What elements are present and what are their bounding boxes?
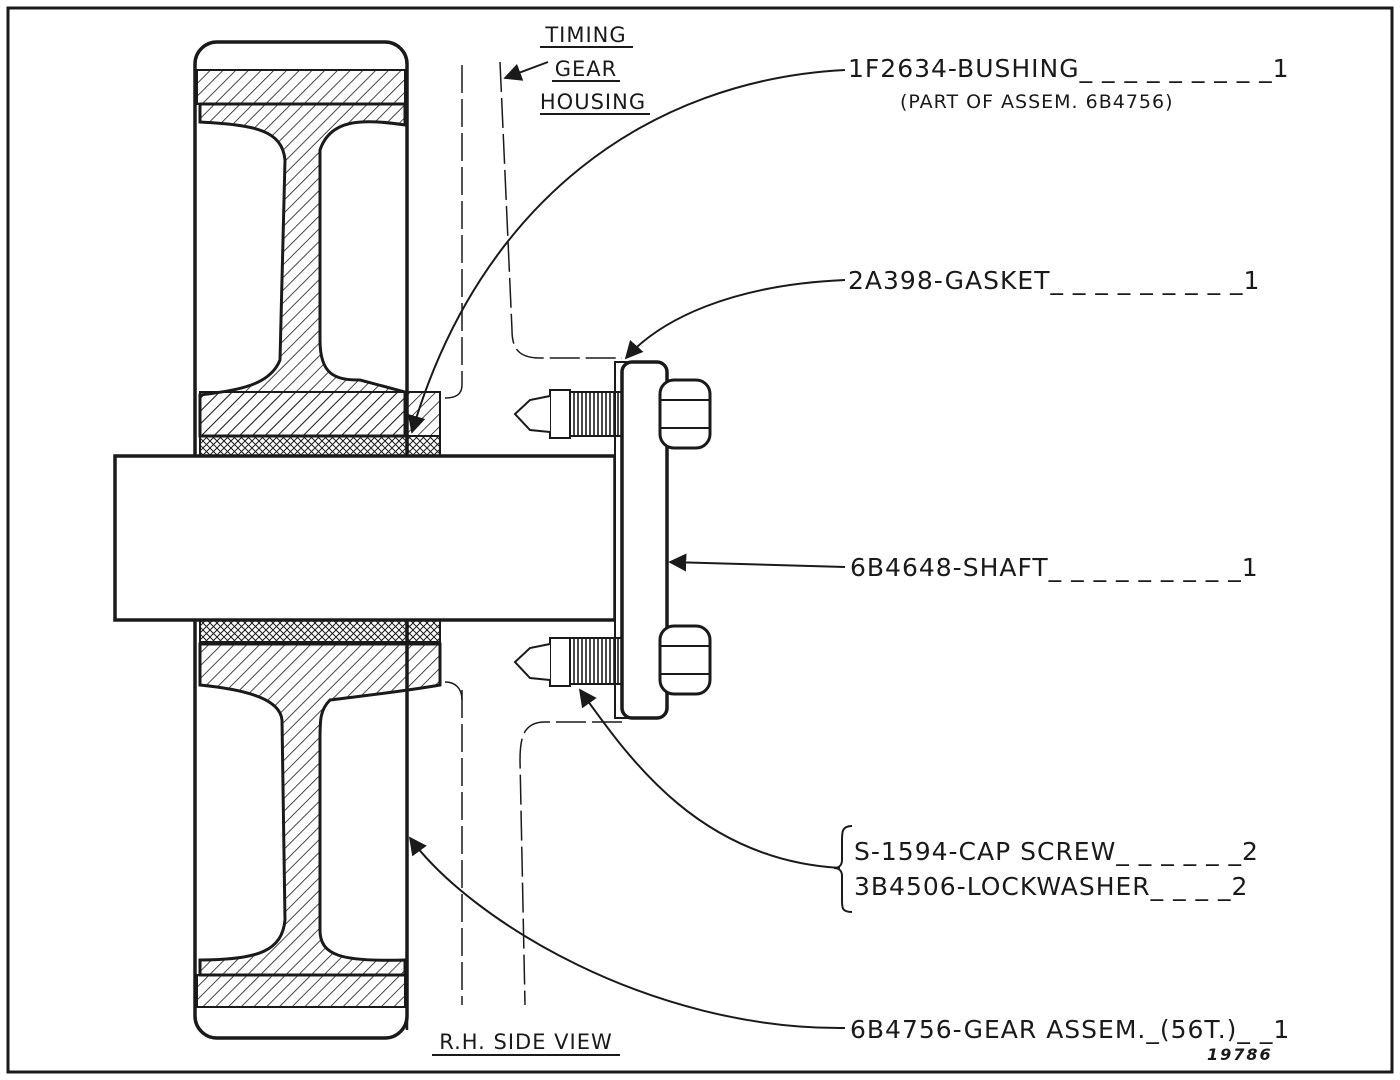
group-brace — [833, 825, 853, 913]
leader-gear — [408, 836, 846, 1030]
leader-housing — [503, 61, 549, 81]
view-title: R.H. SIDE VIEW — [439, 1030, 613, 1054]
callout-lockwasher: 3B4506-LOCKWASHER_ _ _ _2 — [854, 872, 1248, 901]
callout-cap-screw: S-1594-CAP SCREW_ _ _ _ _ _2 — [854, 837, 1259, 866]
callout-gasket: 2A398-GASKET_ _ _ _ _ _ _ _ _1 — [848, 266, 1260, 295]
leader-shaft — [668, 553, 846, 572]
cap-screw-lower — [513, 624, 712, 696]
housing-label-line2: GEAR — [555, 57, 618, 81]
leader-bushing — [407, 69, 846, 434]
bushing-upper — [199, 435, 441, 457]
cap-screw-upper — [513, 378, 712, 450]
gasket-plate — [614, 360, 669, 720]
drawing-border — [6, 6, 1394, 1074]
callout-bushing-note: (PART OF ASSEM. 6B4756) — [900, 91, 1174, 113]
housing-label-line1: TIMING — [544, 23, 626, 47]
drawing-number: 19786 — [1207, 1045, 1273, 1064]
callout-shaft: 6B4648-SHAFT_ _ _ _ _ _ _ _ _1 — [850, 553, 1259, 582]
housing-label-line3: HOUSING — [540, 90, 646, 114]
shaft — [113, 454, 623, 622]
leader-gasket — [624, 279, 846, 360]
callout-gear: 6B4756-GEAR ASSEM._(56T.)_ _1 — [850, 1015, 1290, 1044]
leader-cap-screw — [578, 688, 841, 869]
callout-bushing: 1F2634-BUSHING_ _ _ _ _ _ _ _ _1 — [848, 54, 1290, 83]
timing-gear-housing — [444, 61, 622, 1006]
bushing-lower — [199, 619, 441, 643]
